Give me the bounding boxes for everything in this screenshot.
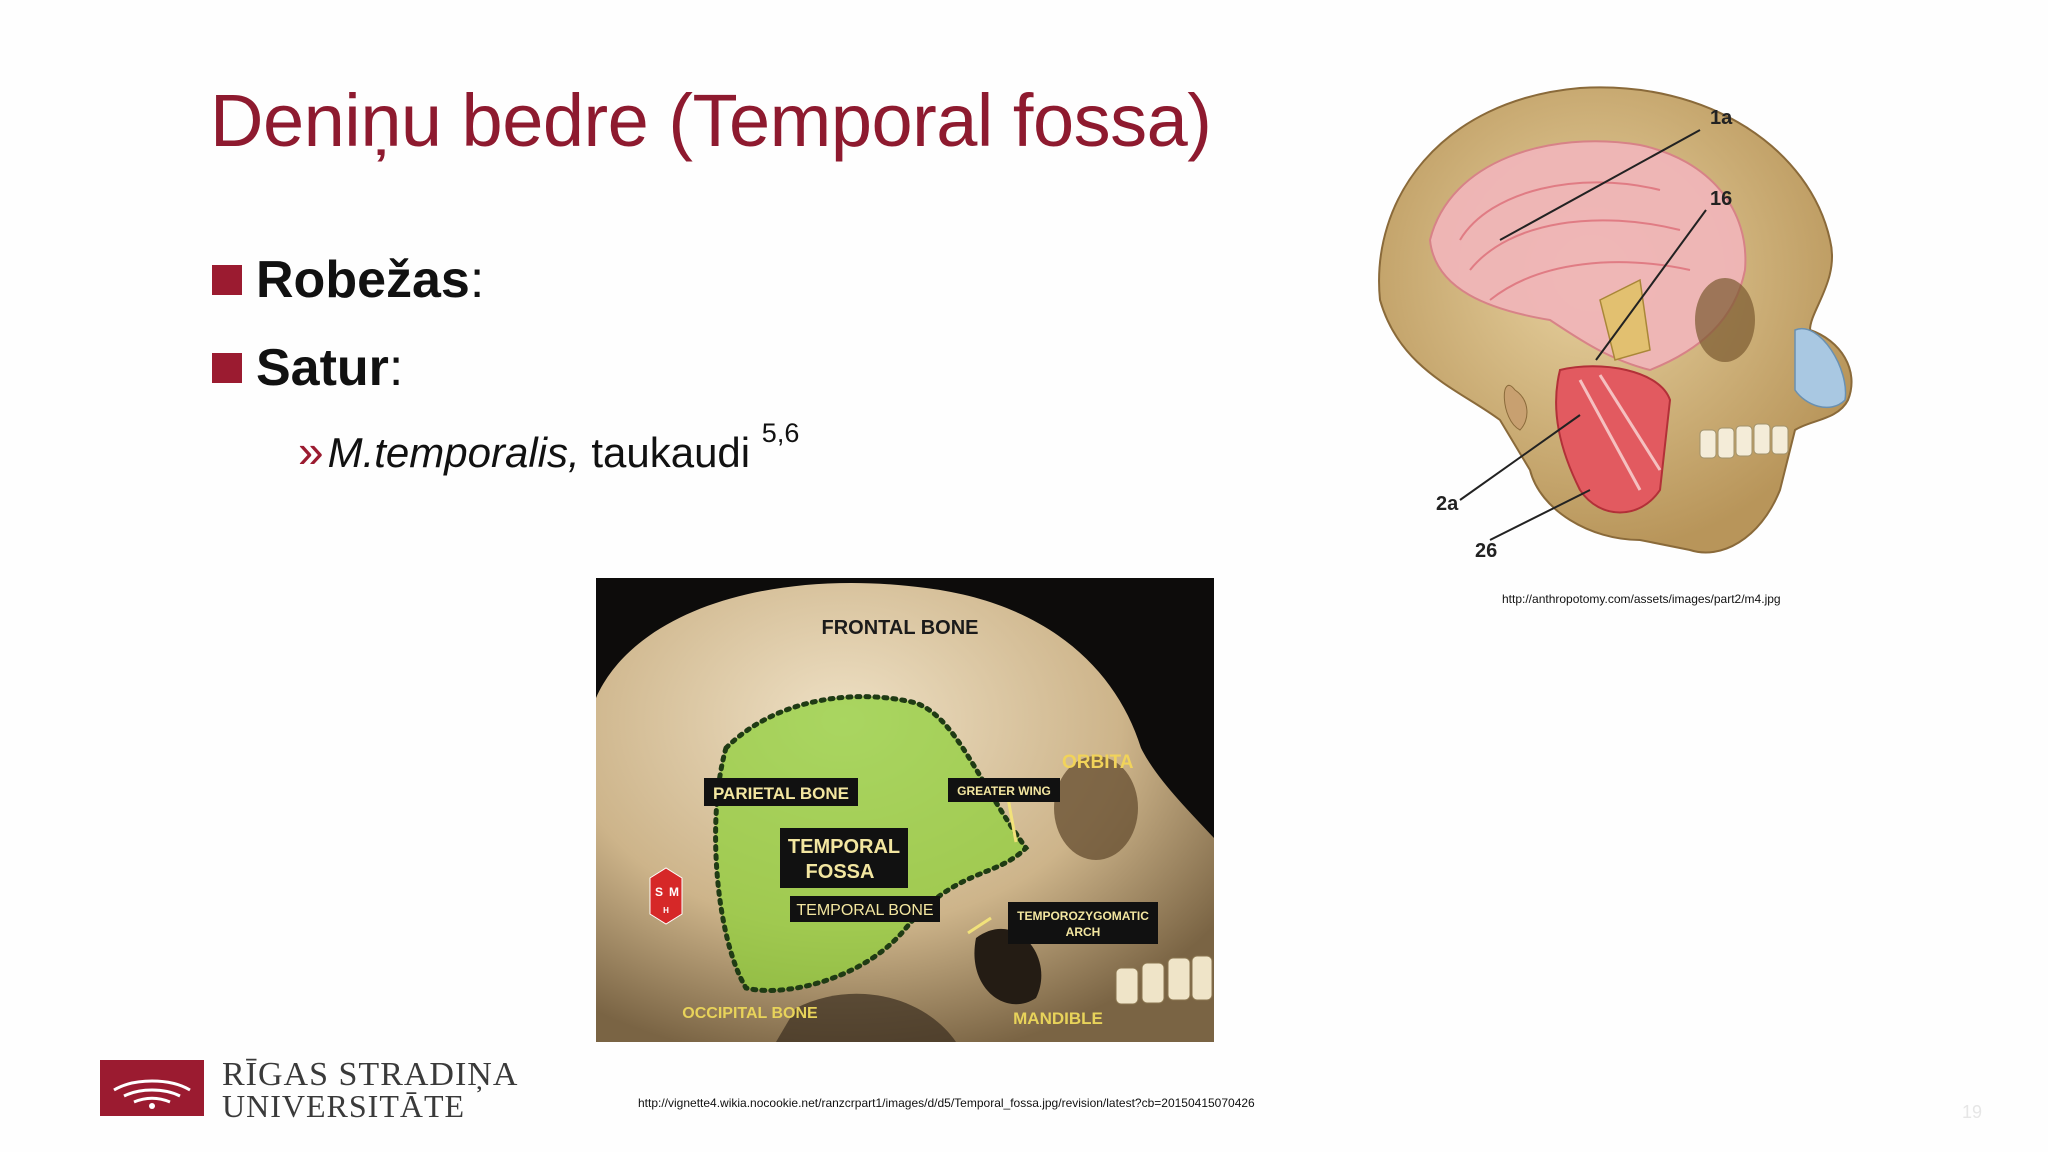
chevron-bullet-icon: » <box>298 425 324 477</box>
page-number: 19 <box>1962 1102 1983 1122</box>
label-orbita: ORBITA <box>1062 752 1134 773</box>
label-mandible: MANDIBLE <box>1013 1009 1103 1028</box>
svg-text:M: M <box>669 885 679 899</box>
bullet-colon: : <box>388 339 404 397</box>
label-temporal-fossa-line1: TEMPORAL <box>788 836 900 858</box>
square-bullet-icon <box>212 353 242 383</box>
skull-image-source: http://anthropotomy.com/assets/images/pa… <box>1502 592 1781 606</box>
slide-title: Deniņu bedre (Temporal fossa) <box>210 79 1212 162</box>
fossa-image-source: http://vignette4.wikia.nocookie.net/ranz… <box>638 1096 1255 1110</box>
rsu-emblem-icon <box>100 1060 204 1116</box>
label-frontal-bone: FRONTAL BONE <box>821 617 978 639</box>
temporal-fossa-photo: FRONTAL BONE ORBITA PARIETAL BONE GREATE… <box>596 578 1214 1042</box>
label-temporozygomatic-line1: TEMPOROZYGOMATIC <box>1017 909 1149 923</box>
smh-badge-icon: S M H <box>649 867 683 925</box>
skull-label-1a: 1a <box>1710 107 1733 129</box>
bullet-borders: Robežas: <box>212 250 484 310</box>
label-temporal-fossa-line2: FOSSA <box>806 861 875 883</box>
sub-bullet-text: taukaudi <box>579 429 762 476</box>
skull-muscle-illustration: 1a 16 2a 26 <box>1340 70 1900 590</box>
skull-label-2a: 2a <box>1436 493 1459 515</box>
label-greater-wing: GREATER WING <box>957 784 1051 798</box>
sub-bullet-temporalis: »M.temporalis, taukaudi 5,6 <box>298 418 799 478</box>
logo-text-line1: RĪGAS STRADIŅA <box>222 1056 519 1093</box>
reference-superscript: 5,6 <box>761 418 800 448</box>
sub-bullet-italic: M.temporalis, <box>327 429 580 476</box>
label-temporozygomatic-line2: ARCH <box>1066 925 1101 939</box>
bullet-colon: : <box>469 251 485 309</box>
skull-label-16: 16 <box>1710 188 1732 210</box>
logo-text-line2: UNIVERSITĀTE <box>222 1088 466 1124</box>
bullet-contents: Satur: <box>212 338 403 398</box>
square-bullet-icon <box>212 265 242 295</box>
label-occipital-bone: OCCIPITAL BONE <box>682 1005 818 1022</box>
skull-label-26: 26 <box>1475 540 1497 562</box>
label-temporal-bone: TEMPORAL BONE <box>796 902 933 919</box>
svg-text:H: H <box>663 906 669 915</box>
university-logo: RĪGAS STRADIŅA UNIVERSITĀTE <box>100 1056 517 1124</box>
label-parietal-bone: PARIETAL BONE <box>713 784 849 803</box>
bullet-label: Robežas <box>256 251 470 309</box>
svg-text:S: S <box>655 885 663 899</box>
bullet-label: Satur <box>256 339 389 397</box>
